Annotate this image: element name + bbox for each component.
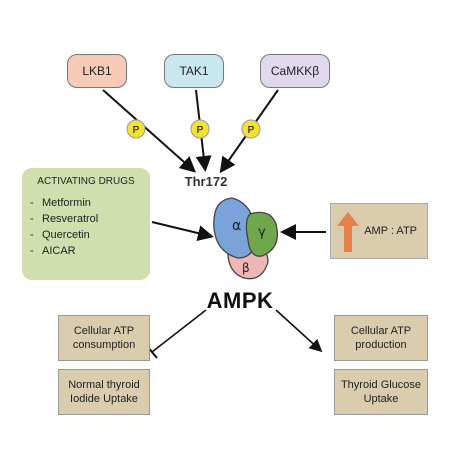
up-arrow-icon <box>337 212 359 252</box>
atp-production-box: Cellular ATP production <box>334 315 428 361</box>
svg-text:γ: γ <box>258 225 266 240</box>
lkb1-arrow <box>102 89 196 173</box>
drugs-arrow <box>151 221 214 241</box>
outcome-line: Iodide Uptake <box>70 393 138 405</box>
drug-item: -Resveratrol <box>30 213 99 225</box>
inhibition-line <box>151 309 207 353</box>
svg-text:P: P <box>197 125 204 136</box>
gamma-subunit <box>245 211 279 257</box>
outcome-line: Uptake <box>363 393 399 405</box>
ampk-label: AMPK <box>206 288 274 313</box>
camkk-box: CaMKKβ <box>260 54 330 88</box>
svg-text:P: P <box>248 125 255 136</box>
amp-atp-box: AMP : ATP <box>330 203 428 259</box>
phospho-icon-tak1: P <box>190 119 210 139</box>
drug-list: -Metformin -Resveratrol -Quercetin -AICA… <box>30 196 142 259</box>
drug-item: -Metformin <box>30 197 91 209</box>
outcome-line: Normal thyroid <box>68 379 140 391</box>
outcome-line: Thyroid Glucose <box>340 379 422 391</box>
phospho-icon-camkk: P <box>241 119 261 139</box>
tak1-box: TAK1 <box>164 54 224 88</box>
outcome-line: Cellular ATP <box>73 325 135 337</box>
activating-drugs-box: ACTIVATING DRUGS -Metformin -Resveratrol… <box>22 168 150 280</box>
activating-drugs-title: ACTIVATING DRUGS <box>37 176 135 187</box>
phospho-icon-lkb1: P <box>126 119 146 139</box>
camkk-label: CaMKKβ <box>270 64 320 78</box>
atp-consumption-box: Cellular ATP consumption <box>58 315 150 361</box>
ampk-complex-icon: α γ β <box>213 197 279 280</box>
tak1-label: TAK1 <box>179 64 209 78</box>
outcome-line: production <box>355 339 407 351</box>
svg-text:α: α <box>232 218 241 234</box>
activation-arrow <box>275 309 323 353</box>
outcome-line: consumption <box>72 339 136 351</box>
outcome-line: Cellular ATP <box>350 325 412 337</box>
lkb1-label: LKB1 <box>82 64 112 78</box>
lkb1-box: LKB1 <box>67 54 127 88</box>
svg-text:β: β <box>242 261 250 275</box>
thr172-label: Thr172 <box>184 174 228 189</box>
drug-item: -AICAR <box>30 245 76 257</box>
amp-atp-label: AMP : ATP <box>364 225 417 237</box>
drug-item: -Quercetin <box>30 229 90 241</box>
svg-text:P: P <box>133 125 140 136</box>
